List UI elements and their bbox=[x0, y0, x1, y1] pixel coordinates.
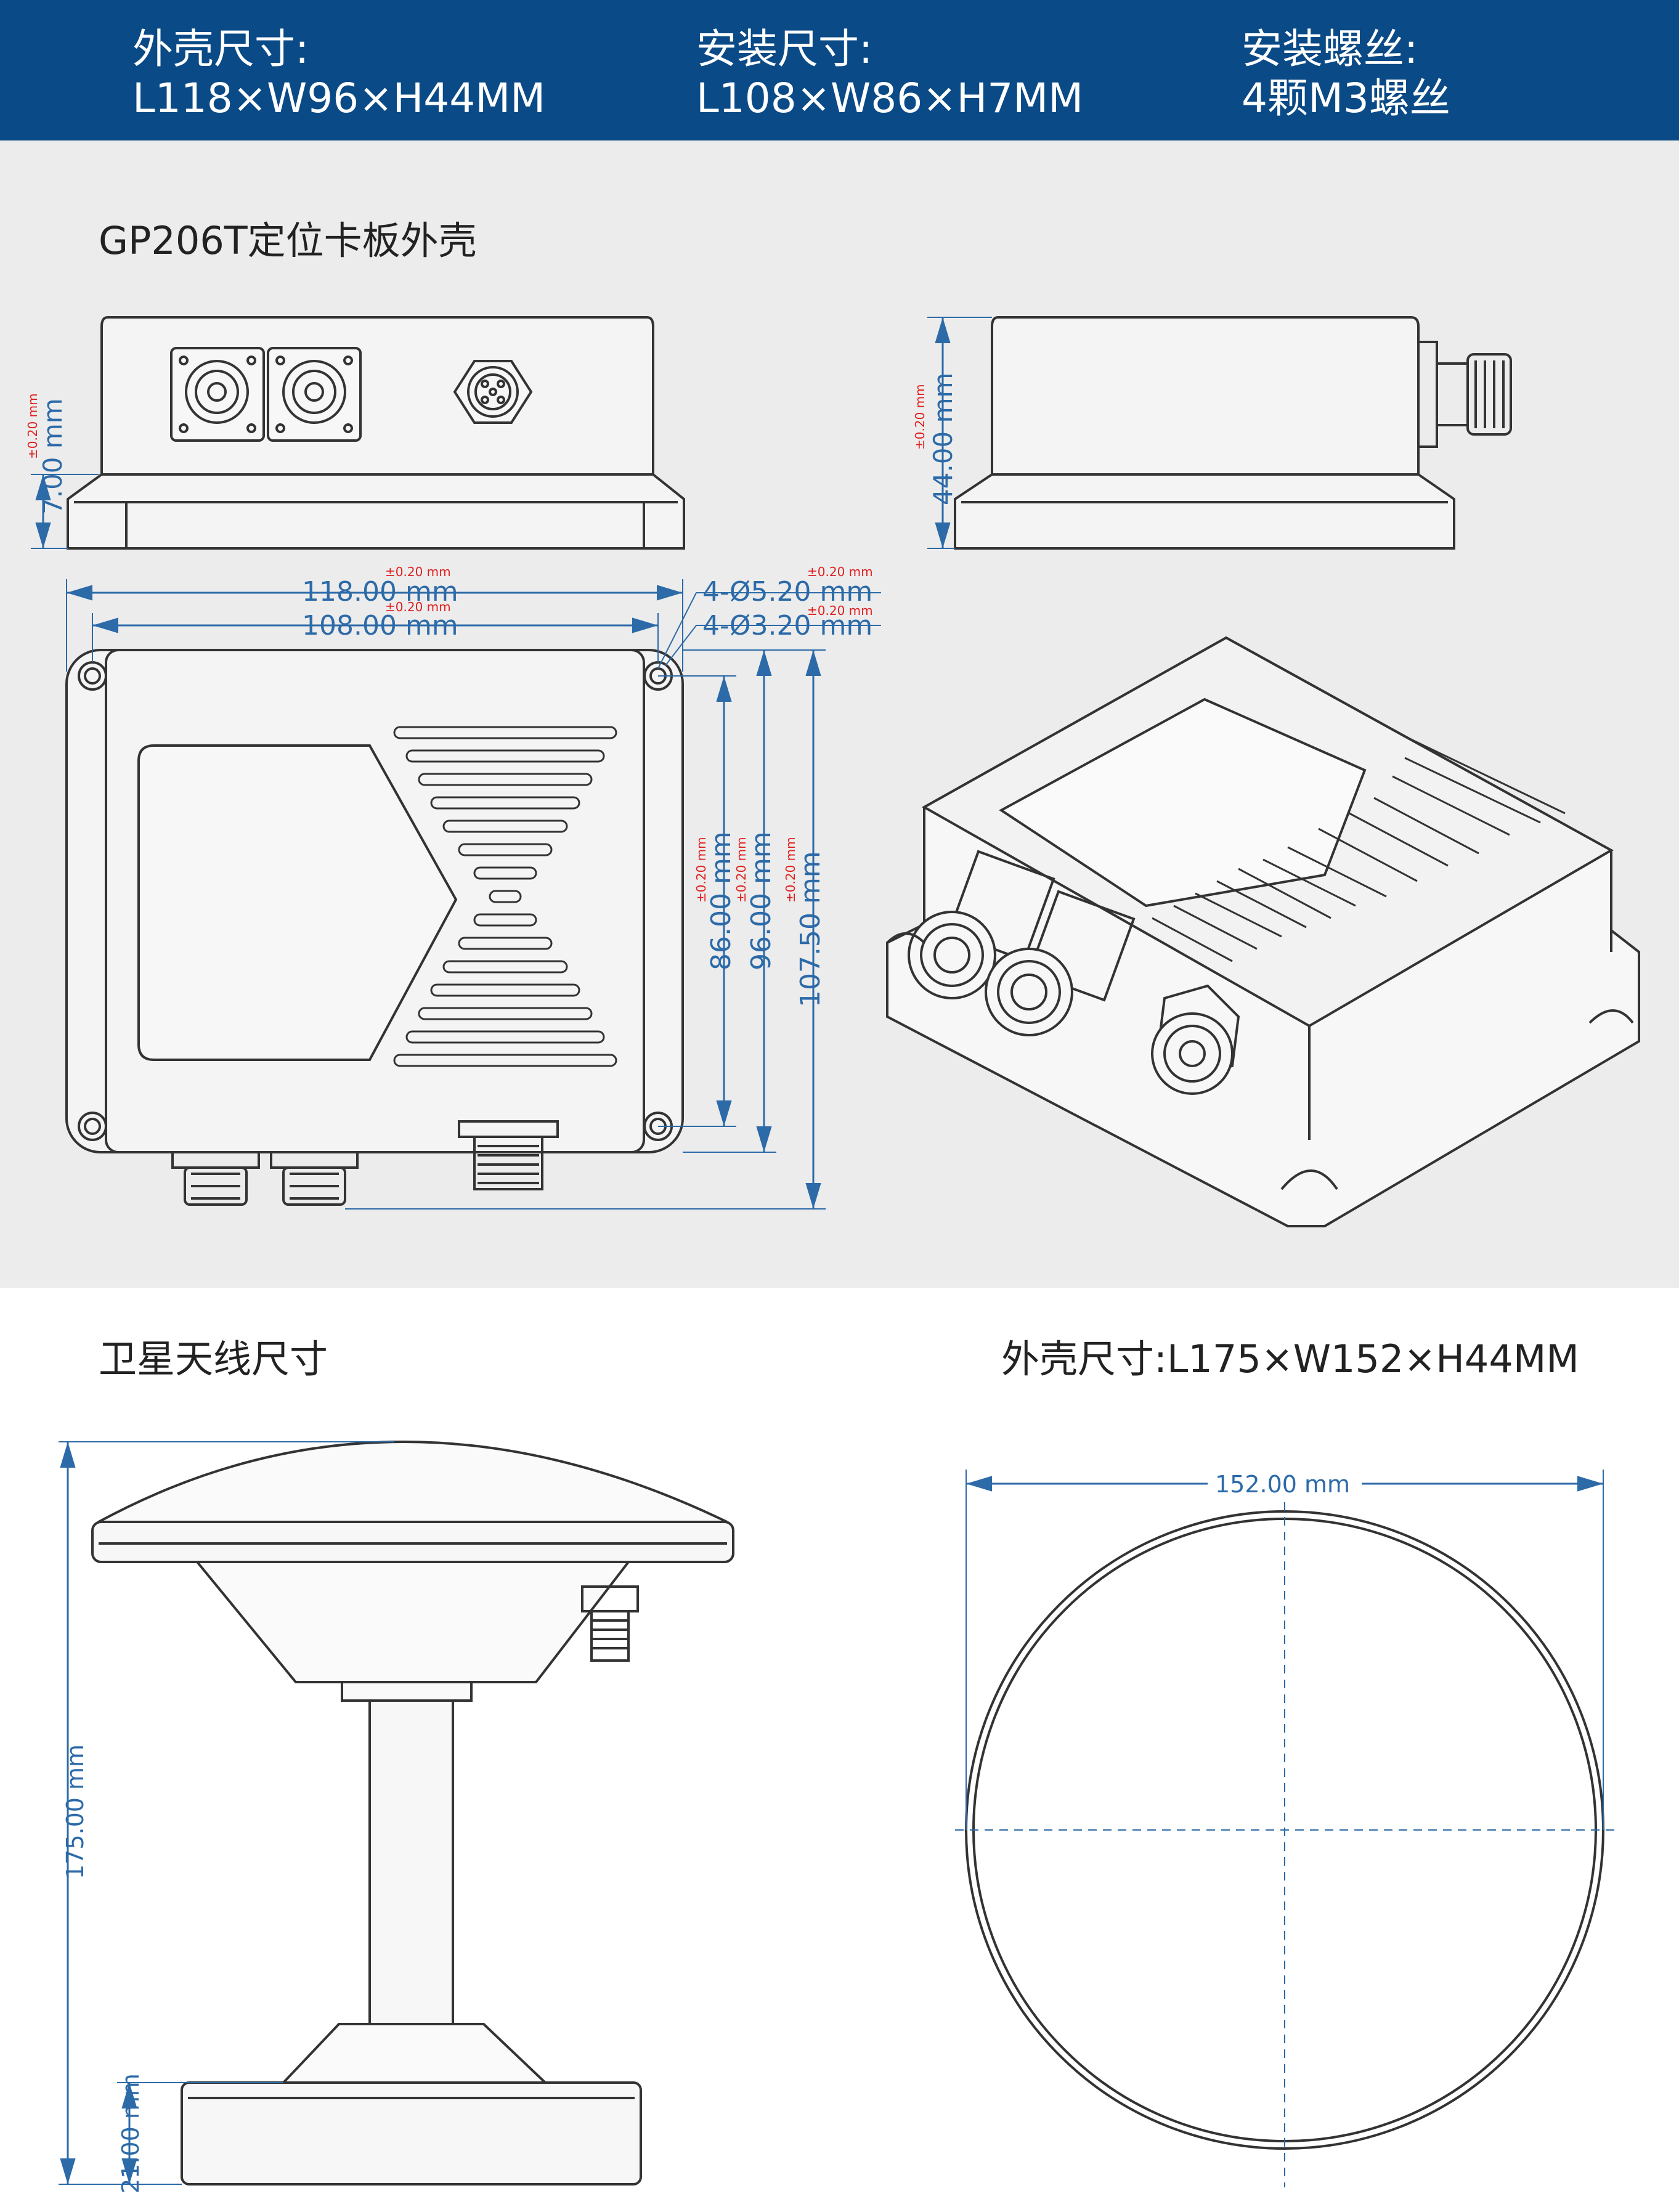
mount-size-label: 安装尺寸: bbox=[696, 25, 873, 73]
antenna-top-dimensions: 152.00 mm bbox=[955, 1470, 1614, 2187]
screw-label: 安装螺丝: bbox=[1242, 25, 1418, 73]
mount-size-spec: 安装尺寸: L108×W86×H7MM bbox=[696, 25, 1083, 123]
dim-1075-tol: ±0.20 mm bbox=[783, 837, 798, 903]
top-view-dimensions: 118.00 mm ±0.20 mm 108.00 mm ±0.20 mm 4-… bbox=[66, 564, 881, 1210]
mount-size-value: L108×W86×H7MM bbox=[696, 75, 1084, 122]
front-view bbox=[67, 316, 685, 550]
side-view bbox=[954, 316, 1512, 550]
dim-86-tol: ±0.20 mm bbox=[694, 837, 709, 903]
shell-size-value: L118×W96×H44MM bbox=[132, 75, 546, 122]
dim-height-44: 44.00 mm ±0.20 mm bbox=[913, 317, 992, 549]
antenna-dimensions: 175.00 mm 21.00 mm bbox=[59, 1441, 394, 2194]
enclosure-title: GP206T定位卡板外壳 bbox=[99, 218, 477, 263]
dim-96-label: 96.00 mm bbox=[746, 831, 777, 970]
dim-height-7: 7.00 mm ±0.20 mm bbox=[25, 393, 99, 549]
dim-44-tol: ±0.20 mm bbox=[913, 384, 927, 450]
screw-value: 4颗M3螺丝 bbox=[1242, 75, 1450, 122]
spec-header: 外壳尺寸: L118×W96×H44MM 安装尺寸: L108×W86×H7MM… bbox=[0, 0, 1679, 140]
top-view bbox=[65, 649, 684, 1206]
antenna-title: 卫星天线尺寸 bbox=[99, 1336, 328, 1381]
isometric-view bbox=[886, 636, 1640, 1227]
dim-118-tol: ±0.20 mm bbox=[385, 564, 451, 579]
hole-inner-tol: ±0.20 mm bbox=[807, 603, 873, 618]
dim-86-label: 86.00 mm bbox=[705, 831, 737, 970]
dim-175-label: 175.00 mm bbox=[62, 1744, 89, 1879]
shell-size-spec: 外壳尺寸: L118×W96×H44MM bbox=[132, 25, 545, 123]
hole-inner-label: 4-Ø3.20 mm bbox=[702, 610, 872, 641]
dim-108-label: 108.00 mm bbox=[302, 610, 458, 641]
screw-spec: 安装螺丝: 4颗M3螺丝 bbox=[1242, 25, 1450, 123]
dim-118-label: 118.00 mm bbox=[302, 576, 458, 608]
antenna-shell-size: 外壳尺寸:L175×W152×H44MM bbox=[1001, 1336, 1579, 1381]
dim-108-tol: ±0.20 mm bbox=[385, 600, 451, 614]
hole-outer-label: 4-Ø5.20 mm bbox=[702, 576, 872, 608]
hole-outer-tol: ±0.20 mm bbox=[807, 564, 873, 579]
antenna-side-view bbox=[91, 1441, 734, 2186]
dim-7-label: 7.00 mm bbox=[38, 398, 68, 514]
shell-size-label: 外壳尺寸: bbox=[132, 25, 309, 73]
dim-1075-label: 107.50 mm bbox=[795, 851, 826, 1007]
dim-152-label: 152.00 mm bbox=[1215, 1471, 1350, 1498]
dim-7-tol: ±0.20 mm bbox=[25, 393, 40, 459]
dim-96-tol: ±0.20 mm bbox=[734, 837, 749, 903]
dim-21-label: 21.00 mm bbox=[117, 2073, 144, 2194]
dim-44-label: 44.00 mm bbox=[928, 373, 958, 505]
vent-slots bbox=[393, 726, 617, 1067]
